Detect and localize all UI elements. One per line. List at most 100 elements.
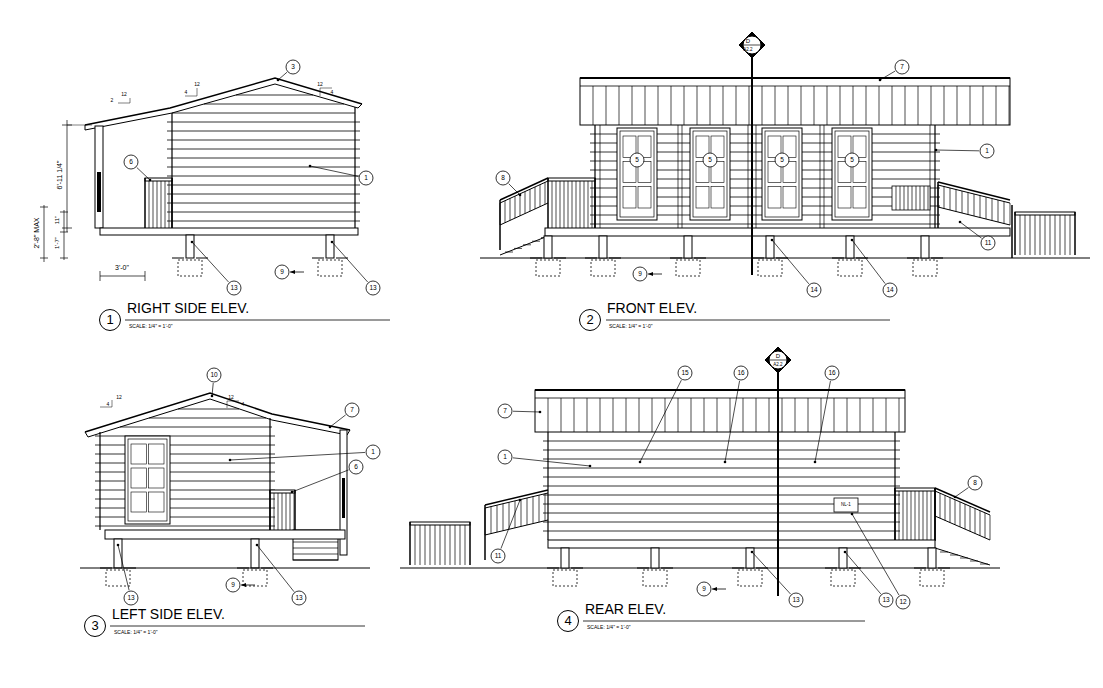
drawing-line xyxy=(934,488,936,541)
drawing-rect xyxy=(410,522,470,525)
drawing-line xyxy=(568,181,569,228)
drawing-line xyxy=(956,190,957,212)
drawing-line xyxy=(580,77,1010,79)
drawing-line xyxy=(543,486,900,487)
drawing-rect xyxy=(599,236,607,258)
drawing-rect xyxy=(544,236,552,258)
drawing-line xyxy=(1074,212,1076,255)
drawing-line xyxy=(530,189,531,211)
callout-number: 13 xyxy=(369,285,376,292)
drawing-line xyxy=(584,181,585,228)
callout-circle xyxy=(968,476,982,490)
callout-circle xyxy=(678,366,692,380)
drawing-line xyxy=(67,125,92,126)
callout-circle xyxy=(807,283,821,297)
annotation-text: 4 xyxy=(107,402,110,407)
drawing-rect xyxy=(131,468,147,488)
drawing-line xyxy=(808,398,809,432)
drawing-line xyxy=(934,125,935,228)
drawing-line xyxy=(525,192,526,214)
drawing-line xyxy=(756,125,757,228)
drawing-line xyxy=(440,525,441,565)
drawing-line xyxy=(748,125,749,228)
callout-number: 1 xyxy=(364,175,368,182)
drawing-line xyxy=(928,186,929,210)
leader-dot xyxy=(519,499,522,502)
drawing-line xyxy=(145,271,146,281)
drawing-line xyxy=(460,525,461,565)
roof-outline xyxy=(85,78,362,125)
drawing-line xyxy=(847,398,848,432)
drawing-line xyxy=(935,488,990,512)
drawing-line xyxy=(269,418,270,530)
drawing-line xyxy=(751,55,753,275)
drawing-line xyxy=(879,86,880,125)
drawing-line xyxy=(914,568,926,569)
drawing-line xyxy=(1045,215,1046,255)
drawing-line xyxy=(606,86,607,125)
callout-number: 5 xyxy=(635,157,639,164)
callout-number: 9 xyxy=(702,586,706,593)
drawing-line xyxy=(293,548,338,549)
drawing-line xyxy=(167,176,360,177)
drawing-line xyxy=(465,525,466,565)
callout-number: 5 xyxy=(780,157,784,164)
annotation-text: 12 xyxy=(317,82,323,87)
drawing-rect xyxy=(913,260,937,276)
drawing-rect xyxy=(853,187,866,208)
callout-circle xyxy=(633,267,647,281)
drawing-line xyxy=(505,252,513,253)
drawing-line xyxy=(694,258,706,259)
drawing-line xyxy=(710,86,711,125)
drawing-line xyxy=(593,86,594,125)
view-number-circle: 3LEFT SIDE ELEV.SCALE: 1/4" = 1'-0" xyxy=(84,615,106,637)
drawing-line xyxy=(320,88,332,89)
drawing-line xyxy=(970,561,978,562)
drawing-line xyxy=(756,398,757,432)
drawing-line xyxy=(269,490,271,530)
drawing-line xyxy=(293,542,338,543)
drawing-line xyxy=(1030,215,1031,255)
drawing-line xyxy=(916,186,917,210)
drawing-rect xyxy=(921,236,929,258)
drawing-line xyxy=(167,158,360,159)
leader-dot xyxy=(935,149,938,152)
drawing-line xyxy=(845,552,881,594)
drawing-rect xyxy=(684,236,692,258)
drawing-line xyxy=(95,517,275,518)
drawing-line xyxy=(310,166,358,176)
drawing-line xyxy=(521,499,522,526)
drawing-line xyxy=(931,86,932,125)
callout-circle xyxy=(825,366,839,380)
drawing-line xyxy=(520,194,521,216)
drawing-line xyxy=(931,258,943,259)
drawing-line xyxy=(501,500,520,549)
callout-circle xyxy=(227,281,241,295)
callout-number: 16 xyxy=(737,370,744,377)
drawing-rect xyxy=(839,548,847,568)
drawing-rect xyxy=(835,131,869,217)
drawing-line xyxy=(1040,215,1041,255)
callout-number: 8 xyxy=(501,175,505,182)
drawing-line xyxy=(312,258,324,259)
drawing-line xyxy=(645,86,646,125)
drawing-line xyxy=(95,508,275,509)
drawing-rect xyxy=(178,260,202,276)
callout-circle xyxy=(789,593,803,607)
drawing-line xyxy=(572,181,573,228)
drawing-line xyxy=(840,86,841,125)
drawing-line xyxy=(992,199,993,221)
drawing-rect xyxy=(251,539,259,568)
drawing-line xyxy=(167,221,360,222)
drawing-line xyxy=(171,113,172,228)
drawing-line xyxy=(795,398,796,432)
drawing-line xyxy=(294,490,296,530)
section-marker xyxy=(765,347,791,373)
drawing-line xyxy=(899,398,900,432)
drawing-line xyxy=(40,207,48,208)
drawing-line xyxy=(960,558,968,559)
drawing-line xyxy=(931,491,932,540)
drawing-line xyxy=(278,493,279,530)
drawing-line xyxy=(743,398,744,432)
roof-outline xyxy=(85,84,358,130)
